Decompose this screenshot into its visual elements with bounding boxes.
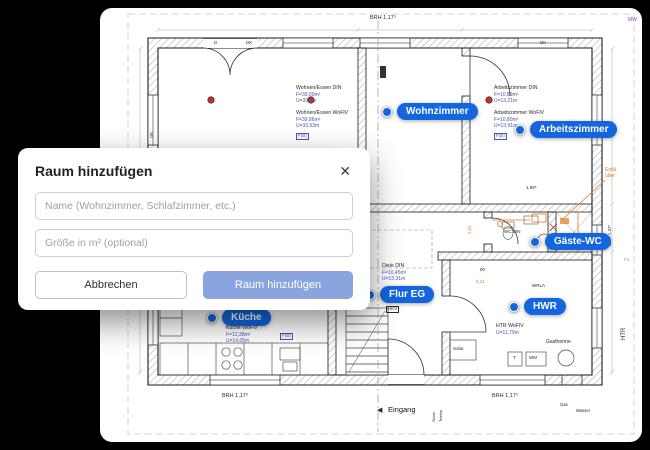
add-room-modal: Raum hinzufügen ✕ Abbrechen Raum hinzufü… xyxy=(18,148,370,310)
room-pin-flur-eg[interactable]: Flur EG xyxy=(365,286,435,303)
pin-label: Arbeitszimmer xyxy=(530,121,618,138)
misc-symbols xyxy=(380,66,583,385)
pin-dot-icon xyxy=(509,301,519,312)
pin-dot-icon xyxy=(382,106,392,117)
room-pin-arbeitszimmer[interactable]: Arbeitszimmer xyxy=(515,121,618,138)
room-pin-wohnzimmer[interactable]: Wohnzimmer xyxy=(382,103,478,120)
modal-header: Raum hinzufügen ✕ xyxy=(35,162,353,180)
modal-title: Raum hinzufügen xyxy=(35,163,153,179)
windows xyxy=(147,37,603,386)
room-pin-gaeste-wc[interactable]: Gäste-WC xyxy=(530,233,611,250)
pin-label: Wohnzimmer xyxy=(397,103,478,120)
cancel-button[interactable]: Abbrechen xyxy=(35,271,187,299)
utility-room-fixtures xyxy=(449,339,575,367)
modal-buttons: Abbrechen Raum hinzufügen xyxy=(35,271,353,299)
pin-dot-icon xyxy=(515,124,525,135)
pin-label: Küche xyxy=(222,309,271,326)
outlet-dots xyxy=(207,96,493,104)
pin-label: Flur EG xyxy=(380,286,435,303)
room-name-input[interactable] xyxy=(35,192,353,220)
pin-label: HWR xyxy=(524,298,566,315)
add-room-button[interactable]: Raum hinzufügen xyxy=(203,271,353,299)
room-pin-kueche[interactable]: Küche xyxy=(207,309,271,326)
room-size-input[interactable] xyxy=(35,229,353,257)
close-icon[interactable]: ✕ xyxy=(339,163,351,179)
pin-label: Gäste-WC xyxy=(545,233,611,250)
pin-dot-icon xyxy=(207,312,217,323)
stairs xyxy=(345,307,389,376)
room-pin-hwr[interactable]: HWR xyxy=(509,298,566,315)
pin-dot-icon xyxy=(530,236,540,247)
section-lines xyxy=(365,20,433,432)
